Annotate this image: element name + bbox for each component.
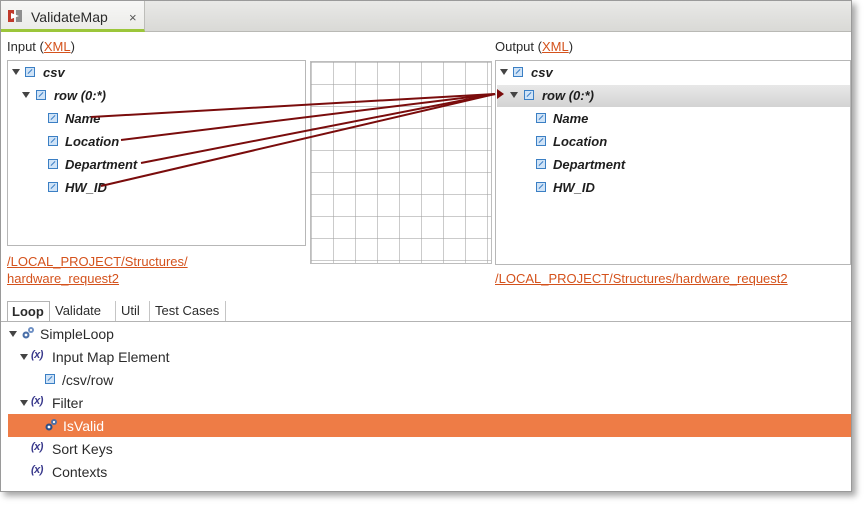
expand-arrow-icon[interactable] bbox=[20, 354, 28, 360]
element-icon bbox=[513, 67, 523, 77]
element-icon bbox=[536, 136, 546, 146]
input-node-csv[interactable]: csv bbox=[43, 65, 65, 80]
element-icon bbox=[536, 159, 546, 169]
tab-test-cases[interactable]: Test Cases bbox=[151, 301, 226, 322]
output-label: Output (XML) bbox=[495, 39, 573, 54]
element-icon bbox=[48, 136, 58, 146]
loop-node-sort-keys[interactable]: Sort Keys bbox=[52, 441, 113, 457]
loop-node-input-map-element[interactable]: Input Map Element bbox=[52, 349, 170, 365]
output-tree[interactable]: csv row (0:*) Name Location Department H… bbox=[495, 60, 851, 265]
tab-title: ValidateMap bbox=[31, 9, 108, 25]
output-node-hw-id[interactable]: HW_ID bbox=[553, 180, 595, 195]
element-icon bbox=[524, 90, 534, 100]
expand-arrow-icon[interactable] bbox=[510, 92, 518, 98]
element-icon bbox=[536, 182, 546, 192]
variable-icon: (x) bbox=[31, 395, 43, 407]
output-label-suffix: ) bbox=[568, 39, 574, 54]
input-path-link-line1[interactable]: /LOCAL_PROJECT/Structures/ bbox=[7, 254, 188, 269]
input-type-link[interactable]: XML bbox=[43, 39, 71, 54]
selected-row-highlight bbox=[8, 414, 851, 437]
tab-validate[interactable]: Validate bbox=[51, 301, 116, 322]
input-label-suffix: ) bbox=[70, 39, 75, 54]
tab-validatemap[interactable]: ValidateMap × bbox=[1, 1, 145, 32]
gear-icon bbox=[45, 419, 57, 431]
output-node-location[interactable]: Location bbox=[553, 134, 608, 149]
expand-arrow-icon[interactable] bbox=[22, 92, 30, 98]
variable-icon: (x) bbox=[31, 441, 43, 453]
input-node-location[interactable]: Location bbox=[65, 134, 120, 149]
input-node-hw-id[interactable]: HW_ID bbox=[65, 180, 107, 195]
expand-arrow-icon[interactable] bbox=[20, 400, 28, 406]
output-label-prefix: Output ( bbox=[495, 39, 542, 54]
output-selected-row bbox=[497, 85, 850, 107]
divider bbox=[1, 321, 851, 322]
element-icon bbox=[48, 159, 58, 169]
output-node-name[interactable]: Name bbox=[553, 111, 589, 126]
loop-node-contexts[interactable]: Contexts bbox=[52, 464, 108, 480]
expand-arrow-icon[interactable] bbox=[500, 69, 508, 75]
output-type-link[interactable]: XML bbox=[541, 39, 569, 54]
element-icon bbox=[536, 113, 546, 123]
tab-util[interactable]: Util bbox=[117, 301, 150, 322]
element-icon bbox=[48, 113, 58, 123]
tab-bar: ValidateMap × bbox=[1, 1, 851, 32]
element-icon bbox=[45, 374, 55, 384]
map-editor-icon bbox=[8, 10, 22, 22]
input-label: Input (XML) bbox=[7, 39, 75, 54]
loop-node-csv-row[interactable]: /csv/row bbox=[62, 372, 114, 388]
input-tree[interactable]: csv row (0:*) Name Location Department H… bbox=[7, 60, 306, 246]
input-label-prefix: Input ( bbox=[7, 39, 44, 54]
output-node-department[interactable]: Department bbox=[553, 157, 626, 172]
input-node-name[interactable]: Name bbox=[65, 111, 101, 126]
element-icon bbox=[25, 67, 35, 77]
mapping-canvas[interactable] bbox=[310, 61, 492, 264]
input-node-department[interactable]: Department bbox=[65, 157, 138, 172]
expand-arrow-icon[interactable] bbox=[12, 69, 20, 75]
gear-icon bbox=[22, 327, 34, 339]
loop-node-simpleloop[interactable]: SimpleLoop bbox=[40, 326, 114, 342]
output-node-row[interactable]: row (0:*) bbox=[542, 88, 594, 103]
output-path-link[interactable]: /LOCAL_PROJECT/Structures/hardware_reque… bbox=[495, 271, 788, 286]
variable-icon: (x) bbox=[31, 464, 43, 476]
variable-icon: (x) bbox=[31, 349, 43, 361]
loop-node-isvalid[interactable]: IsValid bbox=[63, 418, 104, 434]
expand-arrow-icon[interactable] bbox=[9, 331, 17, 337]
editor-window: ValidateMap × Input (XML) Output (XML) c… bbox=[0, 0, 852, 492]
element-icon bbox=[48, 182, 58, 192]
tab-loop[interactable]: Loop bbox=[7, 301, 50, 322]
input-path-link-line2[interactable]: hardware_request2 bbox=[7, 271, 120, 286]
loop-node-filter[interactable]: Filter bbox=[52, 395, 84, 411]
input-node-row[interactable]: row (0:*) bbox=[54, 88, 106, 103]
close-icon[interactable]: × bbox=[129, 10, 137, 25]
output-node-csv[interactable]: csv bbox=[531, 65, 553, 80]
element-icon bbox=[36, 90, 46, 100]
